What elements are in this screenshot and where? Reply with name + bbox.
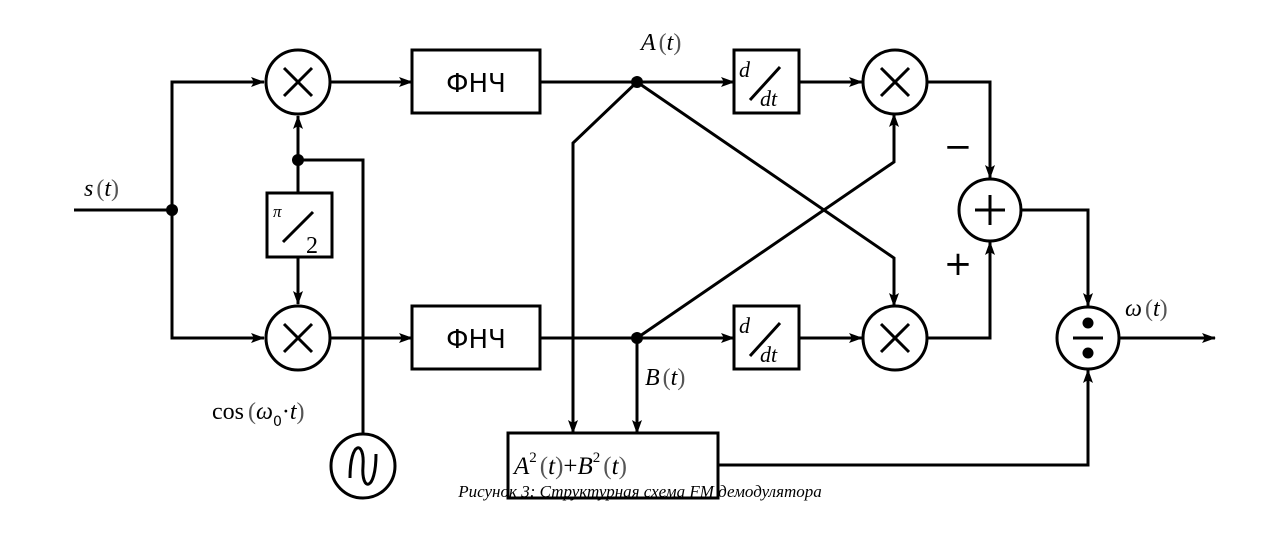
mult-top-to-sum (927, 80, 995, 179)
phase-shifter-block: π 2 (265, 191, 334, 259)
mult-top-left (264, 48, 332, 116)
signal-b-lines (540, 113, 899, 434)
input-signal-line (74, 77, 265, 343)
envelope-label: A2(t)+B2(t) (512, 450, 627, 480)
sum-sign-plus: + (944, 244, 973, 284)
lpf-bottom-label: ФНЧ (446, 325, 506, 355)
lpf-bottom-block: ФНЧ (410, 304, 542, 371)
signal-a-junction (631, 76, 643, 88)
signal-a-lines (540, 76, 899, 434)
svg-text:d: d (739, 57, 751, 82)
lpf-top-block: ФНЧ (410, 48, 542, 115)
summer-block (957, 177, 1023, 243)
mult-bottom-left (264, 304, 332, 372)
figure-caption: Рисунок 3: Структурная схема FM демодуля… (458, 482, 822, 501)
lpf-top-label: ФНЧ (446, 69, 506, 99)
divider-block (1055, 305, 1121, 371)
input-junction (166, 204, 178, 216)
phase-num: π (273, 202, 282, 221)
output-label: ω(t) (1125, 296, 1168, 322)
mult-top-right (861, 48, 929, 116)
phase-den: 2 (306, 233, 318, 259)
svg-text:dt: dt (760, 342, 778, 367)
svg-text:d: d (739, 313, 751, 338)
svg-text:dt: dt (760, 86, 778, 111)
sum-sign-minus: − (944, 127, 973, 167)
diff-bottom-block: d dt (732, 304, 801, 371)
carrier-label: cos(ω0·t) (212, 399, 305, 430)
sine-wave-icon (348, 446, 378, 486)
envelope-to-divider (718, 369, 1093, 467)
signal-b-label: B(t) (645, 365, 685, 391)
mult-bottom-to-sum (927, 241, 995, 340)
carrier-lines (292, 115, 365, 434)
oscillator (329, 432, 397, 500)
diff-top-block: d dt (732, 48, 801, 115)
carrier-junction (292, 154, 304, 166)
signal-b-junction (631, 332, 643, 344)
mult-bottom-right (861, 304, 929, 372)
sum-to-divider (1021, 208, 1093, 307)
signal-a-label: A(t) (639, 30, 681, 56)
input-label: s(t) (84, 176, 119, 202)
